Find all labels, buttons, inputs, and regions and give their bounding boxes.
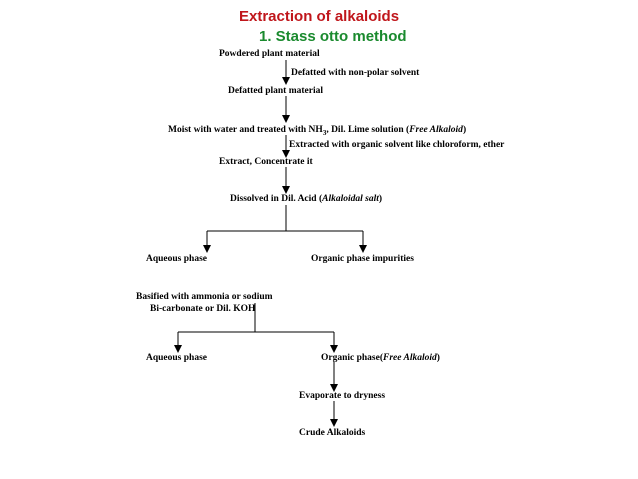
page-title: Extraction of alkaloids <box>239 8 400 25</box>
step-dissolved-in-acid: Dissolved in Dil. Acid (Alkaloidal salt) <box>230 194 383 205</box>
step-aqueous-phase-2: Aqueous phase <box>146 353 207 363</box>
step-crude-alkaloids: Crude Alkaloids <box>299 428 366 438</box>
step-moist-with-water: Moist with water and treated with NH3, D… <box>168 125 467 137</box>
step-extract-concentrate: Extract, Concentrate it <box>219 157 313 167</box>
page-subtitle: 1. Stass otto method <box>259 28 407 45</box>
moist-subscript: 3 <box>322 128 327 137</box>
dissolved-text: Dissolved in Dil. Acid ( <box>230 194 323 204</box>
organic-free-close: ) <box>436 353 440 363</box>
step-basified-line1: Basified with ammonia or sodium <box>136 292 273 302</box>
moist-rest: , Dil. Lime solution ( <box>326 125 410 135</box>
step-organic-phase-impurities: Organic phase impurities <box>311 254 414 264</box>
organic-free-text: Organic phase( <box>321 353 384 363</box>
step-basified-line2: Bi-carbonate or Dil. KOH <box>150 304 256 314</box>
organic-free-italic: Free Alkaloid <box>383 353 437 363</box>
step-aqueous-phase-1: Aqueous phase <box>146 254 207 264</box>
step-evaporate-to-dryness: Evaporate to dryness <box>299 391 386 401</box>
step-powdered-plant-material: Powdered plant material <box>219 49 320 59</box>
moist-italic: Free Alkaloid <box>409 125 463 135</box>
dissolved-close: ) <box>378 194 383 204</box>
step-organic-phase-free-alkaloid: Organic phase(Free Alkaloid) <box>321 353 440 364</box>
moist-text: Moist with water and treated with NH <box>168 125 323 135</box>
step-defatted-with-solvent: Defatted with non-polar solvent <box>291 68 420 78</box>
dissolved-italic: Alkaloidal salt <box>322 194 379 204</box>
step-extracted-with-organic: Extracted with organic solvent like chlo… <box>289 140 505 150</box>
step-defatted-plant-material: Defatted plant material <box>228 86 323 96</box>
moist-close: ) <box>462 125 467 135</box>
